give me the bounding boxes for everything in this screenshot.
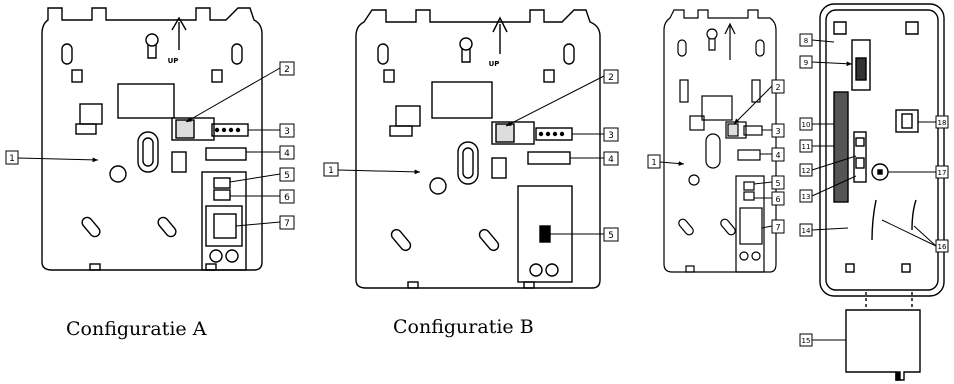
rear-callouts: 8 9 10 11 12 13 14 15 16 17 18 — [799, 33, 949, 347]
callout-a-5: 5 — [284, 171, 290, 181]
config-a-mounting-plate — [41, 7, 263, 271]
callout-b-3: 3 — [608, 131, 614, 141]
callout-rear-17: 17 — [938, 169, 947, 177]
callout-rear-9: 9 — [804, 59, 808, 67]
callout-rear-18: 18 — [938, 119, 947, 127]
callout-a-1: 1 — [9, 154, 15, 164]
callout-c-3: 3 — [775, 127, 780, 136]
callout-b-1: 1 — [328, 166, 334, 176]
callout-rear-13: 13 — [802, 193, 811, 201]
up-arrow-icon-b — [492, 16, 508, 54]
config-b-callouts: 1 2 3 4 5 — [323, 69, 619, 242]
callout-a-6: 6 — [284, 193, 290, 203]
callout-a-2: 2 — [284, 65, 290, 75]
callout-c-6: 6 — [775, 195, 780, 204]
caption-configuration-b: Configuratie B — [393, 316, 534, 338]
up-label: UP — [168, 57, 179, 65]
callout-rear-14: 14 — [802, 227, 811, 235]
callout-rear-16: 16 — [938, 243, 947, 251]
callout-c-2: 2 — [775, 83, 780, 92]
callout-b-4: 4 — [608, 155, 614, 165]
config-b-mounting-plate — [355, 9, 601, 289]
callout-c-7: 7 — [775, 223, 780, 232]
config-a-callouts: 1 2 3 4 5 6 7 — [5, 61, 295, 230]
callout-a-4: 4 — [284, 149, 290, 159]
callout-rear-11: 11 — [802, 143, 811, 151]
callout-rear-8: 8 — [804, 37, 808, 45]
callout-c-1: 1 — [651, 158, 656, 167]
callout-rear-12: 12 — [802, 167, 811, 175]
config-c-mounting-plate — [663, 9, 777, 273]
rear-unit — [819, 3, 945, 381]
callout-rear-10: 10 — [802, 121, 811, 129]
callout-a-7: 7 — [284, 219, 290, 229]
callout-c-5: 5 — [775, 179, 780, 188]
callout-b-5: 5 — [608, 231, 614, 241]
callout-c-4: 4 — [775, 151, 780, 160]
callout-rear-15: 15 — [802, 337, 811, 345]
caption-configuration-a: Configuratie A — [66, 318, 207, 340]
callout-b-2: 2 — [608, 73, 614, 83]
up-arrow-icon — [171, 16, 187, 50]
config-c-callouts: 1 2 3 4 5 6 7 — [647, 79, 785, 234]
up-label-b: UP — [489, 60, 500, 68]
callout-a-3: 3 — [284, 127, 290, 137]
